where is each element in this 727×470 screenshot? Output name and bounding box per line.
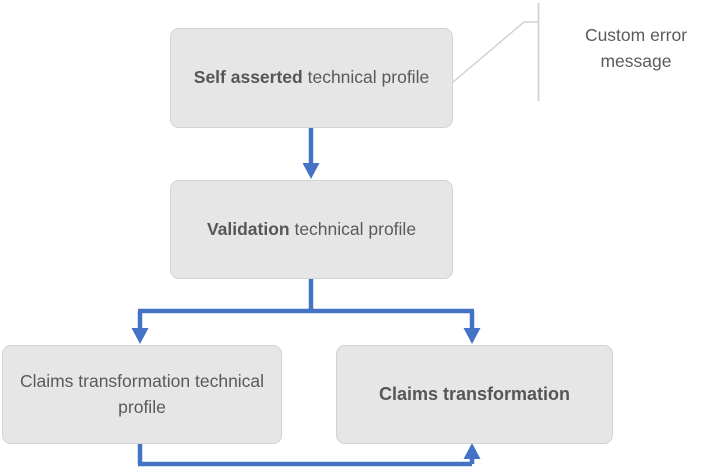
node-claims-transformation-technical-profile[interactable]: Claims transformation technical profile xyxy=(2,345,282,444)
node-validation-label-bold: Validation xyxy=(206,218,290,239)
node-self-asserted-technical-profile[interactable]: Self asserted technical profile xyxy=(170,28,453,128)
node-claims-transformation-technical-profile-label: Claims transformation technical profile xyxy=(19,371,265,417)
node-claims-transformation-label: Claims transformation xyxy=(378,384,571,405)
callout-leader-line xyxy=(451,3,540,101)
node-validation-label: Validation technical profile xyxy=(185,217,438,242)
arrow-self-asserted-to-validation xyxy=(302,128,320,179)
node-self-asserted-label-bold: Self asserted xyxy=(193,67,303,88)
node-validation-technical-profile[interactable]: Validation technical profile xyxy=(170,180,453,279)
node-self-asserted-label-regular: technical profile xyxy=(302,67,430,88)
node-self-asserted-label: Self asserted technical profile xyxy=(185,65,438,90)
callout-custom-error-message: Custom error message xyxy=(584,25,688,72)
node-validation-label-regular: technical profile xyxy=(289,218,417,239)
arrow-claims-loop xyxy=(137,443,481,467)
node-claims-transformation[interactable]: Claims transformation xyxy=(336,345,613,444)
arrow-validation-split xyxy=(131,279,481,344)
